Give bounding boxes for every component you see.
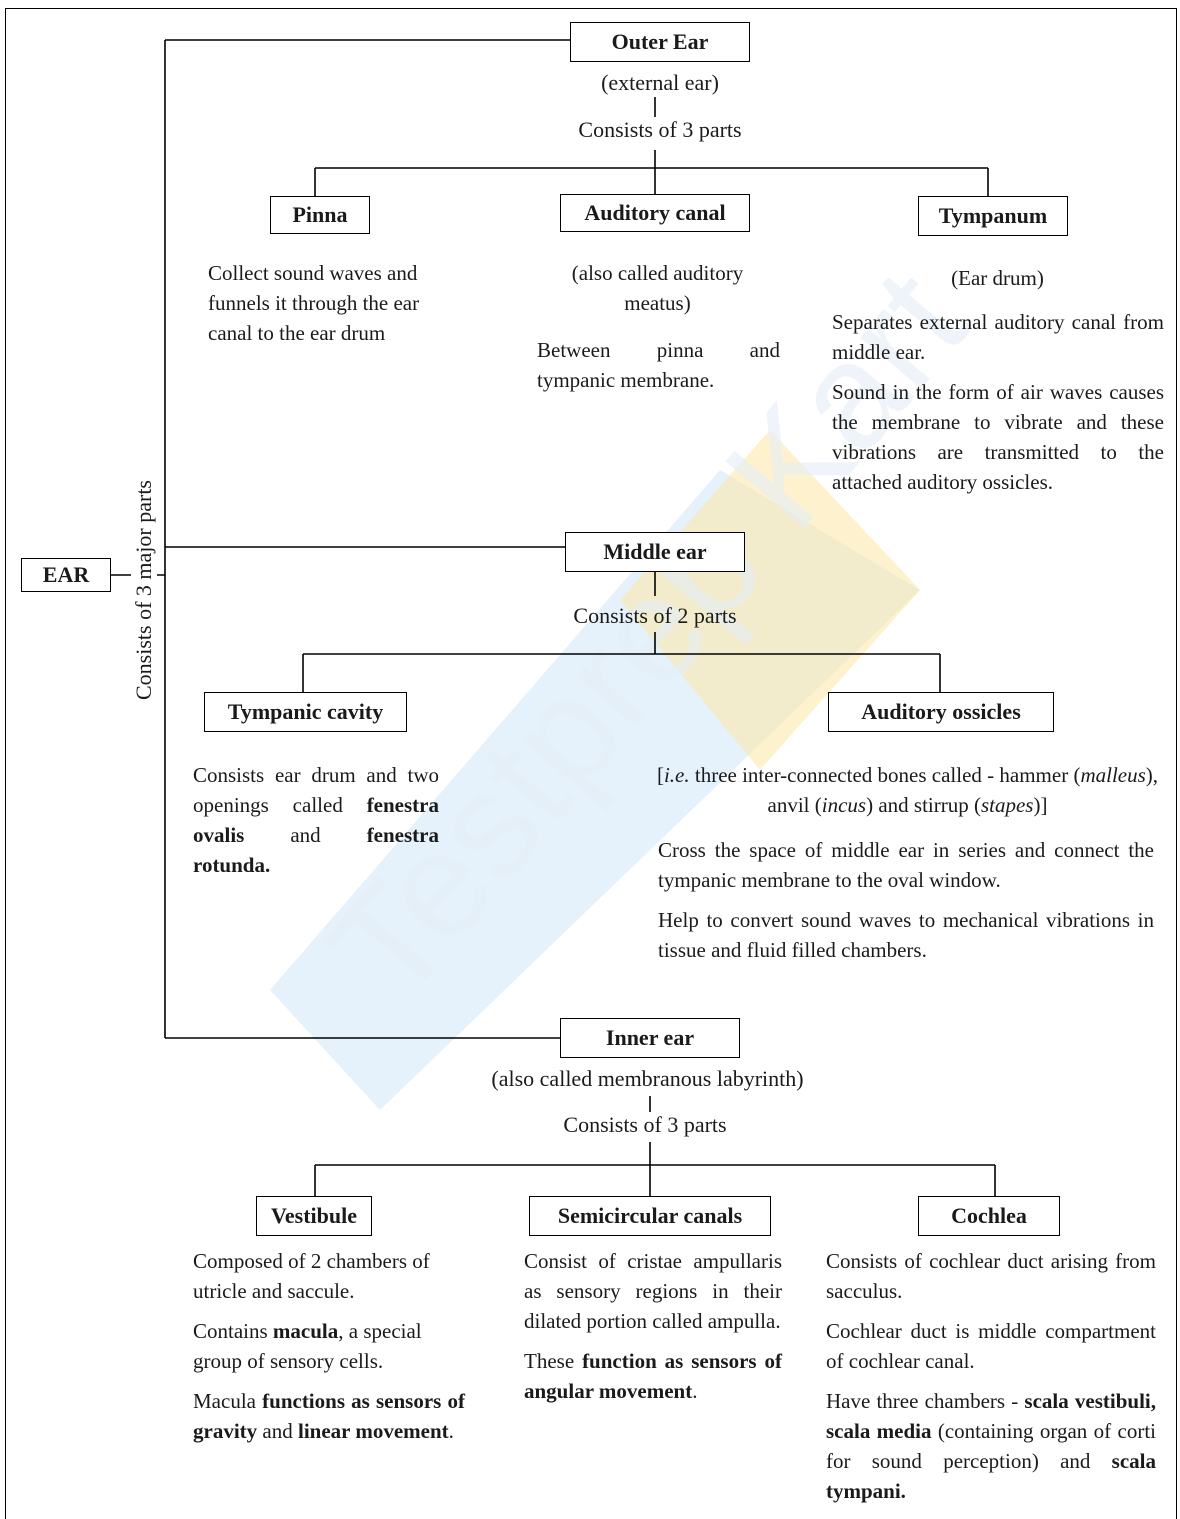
cochlea-description: Consists of cochlear duct arising from s… <box>826 1246 1156 1516</box>
semicircular-canals-title: Semicircular canals <box>557 1203 743 1228</box>
semicircular-canals-desc-text-2: These function as sensors of angular mov… <box>524 1349 782 1403</box>
middle-ear-connector-label: Consists of 2 parts <box>573 603 737 628</box>
auditory-canal-desc-text: Between pinna and tympanic membrane. <box>537 338 780 392</box>
vestibule-title: Vestibule <box>271 1203 357 1228</box>
vestibule-desc-text-1: Composed of 2 chambers of utricle and sa… <box>193 1249 430 1303</box>
tympanic-cavity-title: Tympanic cavity <box>227 699 384 724</box>
tympanum-desc-text-2: Sound in the form of air waves causes th… <box>832 380 1164 494</box>
tympanum-title: Tympanum <box>938 203 1048 228</box>
vestibule-description: Composed of 2 chambers of utricle and sa… <box>193 1246 469 1456</box>
inner-ear-connector-label: Consists of 3 parts <box>540 1112 750 1138</box>
tympanic-cavity-desc-text: Consists ear drum and two openings calle… <box>193 763 439 877</box>
major-parts-connector-label: Consists of 3 major parts <box>131 478 157 702</box>
pinna-desc-text: Collect sound waves and funnels it throu… <box>208 261 420 345</box>
ear-root-label: EAR <box>42 562 90 587</box>
outer-ear-box: Outer Ear <box>570 22 750 62</box>
cochlea-box: Cochlea <box>918 1196 1060 1236</box>
semicircular-canals-desc-text-1: Consist of cristae ampullaris as sensory… <box>524 1249 782 1333</box>
auditory-canal-title: Auditory canal <box>584 200 726 225</box>
tympanic-cavity-description: Consists ear drum and two openings calle… <box>193 760 439 890</box>
auditory-canal-alias: (also called auditory meatus) <box>571 261 744 315</box>
outer-ear-title: Outer Ear <box>611 29 709 54</box>
pinna-title: Pinna <box>292 202 348 227</box>
middle-ear-title: Middle ear <box>603 539 707 564</box>
auditory-ossicles-box: Auditory ossicles <box>828 692 1054 732</box>
cochlea-desc-text-2: Cochlear duct is middle compartment of c… <box>826 1319 1156 1373</box>
auditory-ossicles-desc-text-2: Help to convert sound waves to mechanica… <box>658 908 1154 962</box>
auditory-ossicles-note: [i.e. three inter-connected bones called… <box>656 763 1159 817</box>
auditory-canal-description: Between pinna and tympanic membrane. <box>537 335 780 405</box>
auditory-ossicles-title: Auditory ossicles <box>861 699 1021 724</box>
tympanum-desc-text-1: Separates external auditory canal from m… <box>832 310 1164 364</box>
vestibule-box: Vestibule <box>256 1196 372 1236</box>
vestibule-desc-text-2: Contains macula, a special group of sens… <box>193 1319 422 1373</box>
pinna-box: Pinna <box>270 196 370 234</box>
auditory-canal-box: Auditory canal <box>560 194 750 232</box>
inner-ear-subtitle: (also called membranous labyrinth) <box>455 1066 840 1092</box>
tympanic-cavity-box: Tympanic cavity <box>204 692 407 732</box>
middle-ear-box: Middle ear <box>565 532 745 572</box>
outer-ear-connector-label: Consists of 3 parts <box>555 117 765 143</box>
tympanum-box: Tympanum <box>918 196 1068 236</box>
inner-ear-title: Inner ear <box>605 1025 695 1050</box>
pinna-description: Collect sound waves and funnels it throu… <box>208 258 453 358</box>
vestibule-desc-text-3: Macula functions as sensors of gravity a… <box>193 1389 465 1443</box>
cochlea-desc-text-3: Have three chambers - scala vestibuli, s… <box>826 1389 1156 1503</box>
inner-ear-box: Inner ear <box>560 1018 740 1058</box>
ear-root-box: EAR <box>21 558 111 592</box>
cochlea-title: Cochlea <box>951 1203 1027 1228</box>
diagram-frame <box>5 8 1177 1519</box>
tympanum-description: Separates external auditory canal from m… <box>832 307 1164 507</box>
auditory-ossicles-desc-text-1: Cross the space of middle ear in series … <box>658 838 1154 892</box>
semicircular-canals-description: Consist of cristae ampullaris as sensory… <box>524 1246 782 1416</box>
semicircular-canals-box: Semicircular canals <box>529 1196 771 1236</box>
tympanum-alias: (Ear drum) <box>951 266 1044 290</box>
outer-ear-subtitle: (external ear) <box>580 70 740 96</box>
cochlea-desc-text-1: Consists of cochlear duct arising from s… <box>826 1249 1156 1303</box>
auditory-ossicles-description: Cross the space of middle ear in series … <box>658 835 1154 975</box>
